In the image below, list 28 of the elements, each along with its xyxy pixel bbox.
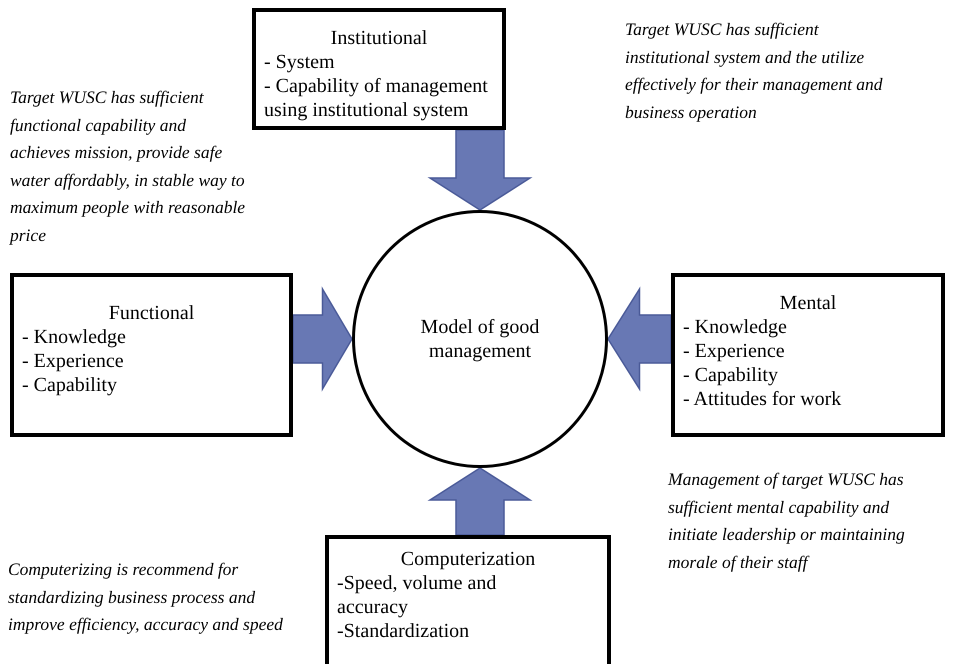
list-item: - Capability xyxy=(22,373,118,397)
block-arrow xyxy=(427,467,533,536)
component-box xyxy=(10,273,293,437)
list-item: - System xyxy=(264,50,336,74)
annotation-note: Management of target WUSC has sufficient mental capability and initiate leadership or maintaining morale of their staff xyxy=(668,468,906,574)
annotation-note: Target WUSC has sufficient functional capability and achieves mission, provide safe water affordably, in stable way to maximum people with reasonable price xyxy=(10,86,246,247)
box-heading: Computerization xyxy=(400,547,536,571)
list-item: - Knowledge xyxy=(683,315,788,339)
list-item: -Standardization xyxy=(337,619,470,643)
block-arrow xyxy=(607,286,672,392)
box-heading: Mental xyxy=(778,291,838,315)
box-heading: Functional xyxy=(108,301,196,325)
block-arrow xyxy=(427,129,533,211)
component-box xyxy=(252,8,506,130)
list-item: - Capability of management using institutional system xyxy=(264,74,489,122)
list-item: - Experience xyxy=(683,339,786,363)
box-heading: Institutional xyxy=(330,26,428,50)
list-item: - Capability xyxy=(683,363,779,387)
component-box xyxy=(671,273,945,437)
list-item: - Attitudes for work xyxy=(683,387,842,411)
annotation-note: Computerizing is recommend for standardizing business process and improve efficiency, accuracy and speed xyxy=(8,558,284,636)
component-box xyxy=(325,535,611,664)
list-item: - Experience xyxy=(22,349,125,373)
list-item: - Knowledge xyxy=(22,325,127,349)
block-arrow xyxy=(292,286,353,392)
circle-label: Model of good management xyxy=(420,315,540,363)
annotation-note: Target WUSC has sufficient institutional system and the utilize effectively for their management and business operation xyxy=(625,18,884,124)
list-item: -Speed, volume and accuracy xyxy=(337,571,498,619)
